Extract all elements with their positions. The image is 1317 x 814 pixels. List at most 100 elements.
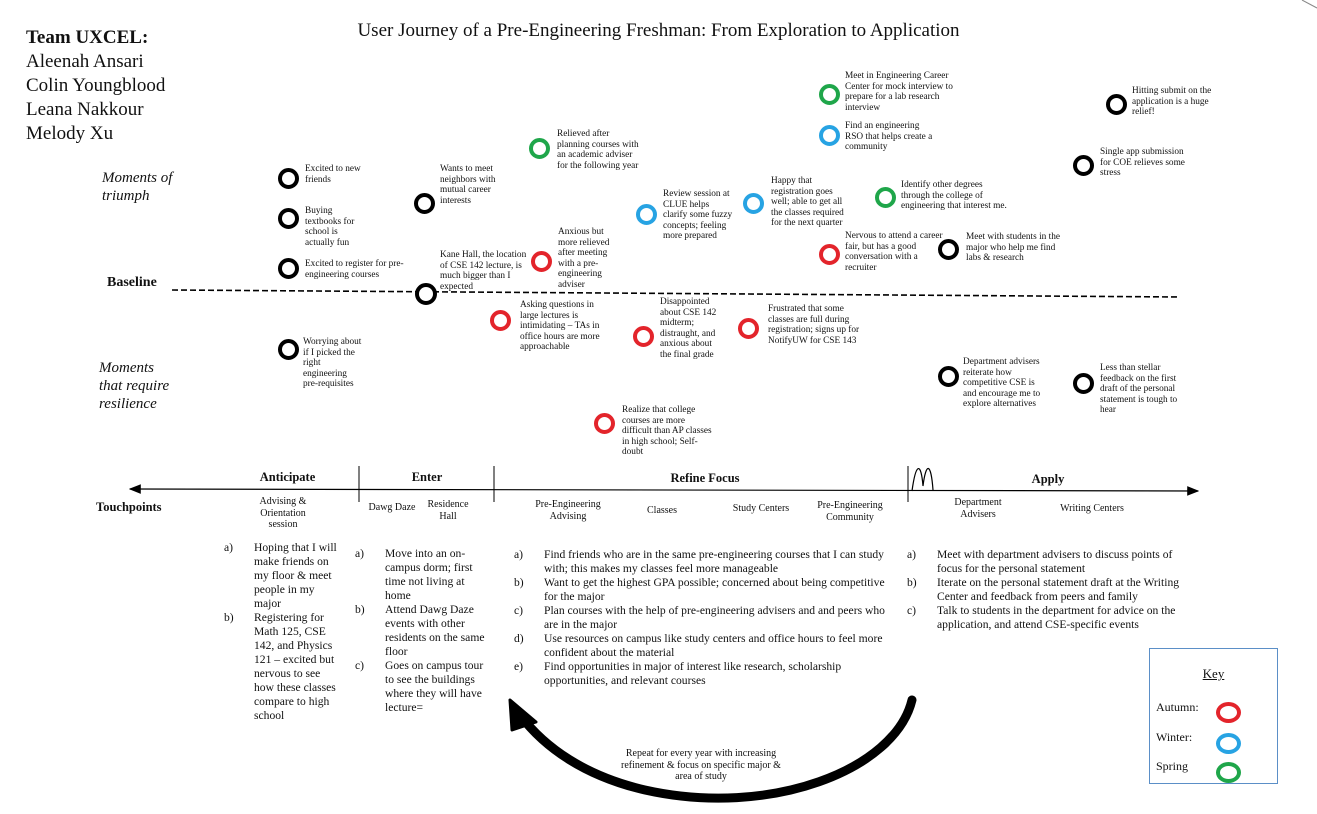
moment-note: Anxious but more relieved after meeting … xyxy=(558,227,610,290)
phase-apply: Apply xyxy=(1031,472,1065,486)
moment-note: Excited to register for pre-engineering … xyxy=(305,259,404,280)
baseline-line xyxy=(171,289,1181,298)
moment-note: Relieved after planning courses with an … xyxy=(557,129,639,171)
touchpoint: Dawg Daze xyxy=(368,502,416,513)
anticipate-list: a)Hoping that I will make friends on my … xyxy=(224,541,341,723)
moment-note: Meet in Engineering Career Center for mo… xyxy=(845,71,953,113)
moment-note: Disappointed about CSE 142 midterm; dist… xyxy=(660,297,717,360)
moment-note: Wants to meet neighbors with mutual care… xyxy=(440,164,496,206)
apply-list: a)Meet with department advisers to discu… xyxy=(907,548,1185,632)
touchpoint: Advising & Orientation session xyxy=(259,496,307,530)
window-corner xyxy=(1301,0,1317,9)
moment-note: Department advisers reiterate how compet… xyxy=(963,357,1041,410)
moment-note: Realize that college courses are more di… xyxy=(622,405,712,458)
moment-marker xyxy=(738,318,759,339)
moment-marker xyxy=(938,239,959,260)
list-item: b)Registering for Math 125, CSE 142, and… xyxy=(224,611,336,722)
zone-label-resilience: Moments that require resilience xyxy=(99,360,170,412)
moment-note: Review session at CLUE helps clarify som… xyxy=(663,189,733,242)
phase-refine-focus: Refine Focus xyxy=(670,471,740,485)
zone-label-triumph: Moments of triumph xyxy=(102,170,173,204)
refine-list: a)Find friends who are in the same pre-e… xyxy=(514,548,889,688)
team-heading: Team UXCEL: xyxy=(26,27,149,48)
team-member: Melody Xu xyxy=(26,123,114,144)
moment-marker xyxy=(594,413,615,434)
winter-ring-icon xyxy=(1216,733,1241,754)
diagram-title: User Journey of a Pre-Engineering Freshm… xyxy=(357,20,960,41)
moment-note: Asking questions in large lectures is in… xyxy=(520,300,600,353)
timeline-break xyxy=(911,467,934,492)
key-legend: Key Autumn: Winter: Spring xyxy=(1149,648,1278,784)
key-title: Key xyxy=(1202,666,1225,681)
moment-marker xyxy=(819,244,840,265)
moment-marker xyxy=(875,187,896,208)
autumn-ring-icon xyxy=(1216,702,1241,723)
list-item: b)Iterate on the personal statement draf… xyxy=(907,576,1180,603)
list-item: d)Use resources on campus like study cen… xyxy=(514,632,883,659)
moment-note: Worrying about if I picked the right eng… xyxy=(303,337,362,390)
enter-list: a)Move into an on-campus dorm; first tim… xyxy=(355,547,485,715)
moment-marker xyxy=(529,138,550,159)
list-item: a)Find friends who are in the same pre-e… xyxy=(514,548,884,575)
moment-marker xyxy=(415,283,437,305)
touchpoint: Classes xyxy=(647,505,677,516)
list-item: a)Meet with department advisers to discu… xyxy=(907,548,1173,575)
moment-marker xyxy=(278,339,299,360)
list-item: c)Goes on campus tour to see the buildin… xyxy=(355,659,484,714)
moment-marker xyxy=(278,168,299,189)
moment-note: Find an engineering RSO that helps creat… xyxy=(845,121,933,153)
zone-label-baseline: Baseline xyxy=(107,275,157,290)
moment-marker xyxy=(1073,155,1094,176)
list-item: c)Talk to students in the department for… xyxy=(907,604,1176,631)
moment-note: Hitting submit on the application is a h… xyxy=(1132,86,1212,118)
key-label-autumn: Autumn: xyxy=(1156,700,1199,714)
timeline-axis xyxy=(128,484,1200,496)
moment-marker xyxy=(278,208,299,229)
moment-marker xyxy=(414,193,435,214)
touchpoint: Pre-Engineering Community xyxy=(817,500,883,523)
touchpoint: Pre-Engineering Advising xyxy=(535,499,601,522)
team-member: Aleenah Ansari xyxy=(26,51,144,72)
moment-note: Single app submission for COE relieves s… xyxy=(1100,147,1185,179)
moment-marker xyxy=(819,84,840,105)
moment-marker xyxy=(819,125,840,146)
repeat-arrowhead xyxy=(508,698,538,732)
team-member: Colin Youngblood xyxy=(26,75,166,96)
team-member: Leana Nakkour xyxy=(26,99,144,120)
list-item: b)Attend Dawg Daze events with other res… xyxy=(355,603,485,658)
moment-note: Kane Hall, the location of CSE 142 lectu… xyxy=(440,250,527,292)
phase-enter: Enter xyxy=(411,470,443,484)
moment-marker xyxy=(636,204,657,225)
moment-note: Less than stellar feedback on the first … xyxy=(1100,363,1178,416)
moment-note: Happy that registration goes well; able … xyxy=(771,176,844,229)
moment-marker xyxy=(1106,94,1127,115)
moment-marker xyxy=(278,258,299,279)
moment-note: Identify other degrees through the colle… xyxy=(901,180,1007,212)
team-block: Team UXCEL: Aleenah Ansari Colin Youngbl… xyxy=(26,26,165,146)
list-item: e)Find opportunities in major of interes… xyxy=(514,660,842,687)
moment-marker xyxy=(531,251,552,272)
moment-note: Frustrated that some classes are full du… xyxy=(768,304,860,346)
touchpoint: Study Centers xyxy=(732,503,790,514)
moment-note: Buying textbooks for school is actually … xyxy=(305,206,355,248)
moment-note: Meet with students in the major who help… xyxy=(966,232,1060,264)
key-label-spring: Spring xyxy=(1156,759,1189,773)
list-item: b)Want to get the highest GPA possible; … xyxy=(514,576,885,603)
moment-marker xyxy=(633,326,654,347)
touchpoint: Residence Hall xyxy=(427,499,469,522)
moment-marker xyxy=(1073,373,1094,394)
moment-marker xyxy=(938,366,959,387)
spring-ring-icon xyxy=(1216,762,1241,783)
repeat-arrow xyxy=(515,695,917,803)
phase-anticipate: Anticipate xyxy=(259,470,316,484)
list-item: a)Hoping that I will make friends on my … xyxy=(224,541,337,610)
touchpoints-label: Touchpoints xyxy=(96,500,162,514)
list-item: a)Move into an on-campus dorm; first tim… xyxy=(355,547,473,602)
moment-note: Excited to new friends xyxy=(305,164,361,185)
touchpoint: Writing Centers xyxy=(1060,503,1124,514)
list-item: c)Plan courses with the help of pre-engi… xyxy=(514,604,885,631)
moment-marker xyxy=(743,193,764,214)
key-label-winter: Winter: xyxy=(1156,730,1193,744)
repeat-note: Repeat for every year with increasing re… xyxy=(621,748,781,782)
moment-note: Nervous to attend a career fair, but has… xyxy=(845,231,943,273)
